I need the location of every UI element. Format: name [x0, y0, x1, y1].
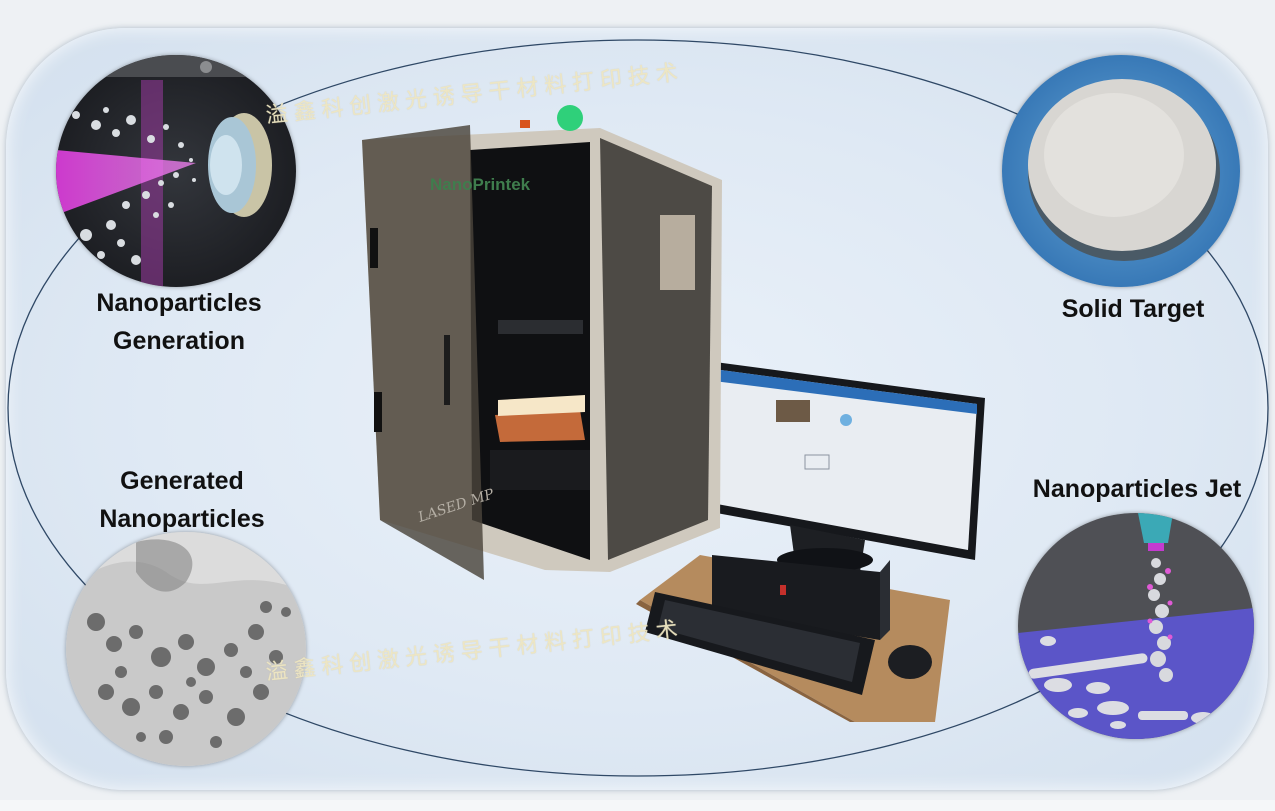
label-solid-target: Solid Target: [1061, 295, 1205, 323]
generation-image: [56, 55, 296, 287]
keyboard: [645, 592, 875, 695]
label-generated-line1: Generated: [120, 467, 244, 495]
jet-image: [1018, 513, 1254, 739]
label-generation-line1: Nanoparticles: [96, 289, 262, 317]
printer-door: [362, 125, 484, 580]
label-generation-line2: Generation: [113, 327, 245, 355]
generated-image: [66, 532, 306, 766]
printer-cabinet: [362, 105, 722, 580]
label-jet: Nanoparticles Jet: [1032, 475, 1242, 503]
printer-brand: NanoPrintek: [430, 175, 531, 194]
monitor: [700, 360, 985, 572]
label-generated-line2: Nanoparticles: [99, 505, 265, 533]
bottom-strip: [0, 800, 1275, 811]
label-generation: Nanoparticles Generation: [70, 284, 288, 360]
solid-target-image: [1002, 55, 1240, 287]
label-generated: Generated Nanoparticles: [72, 462, 292, 538]
mouse: [888, 645, 932, 679]
